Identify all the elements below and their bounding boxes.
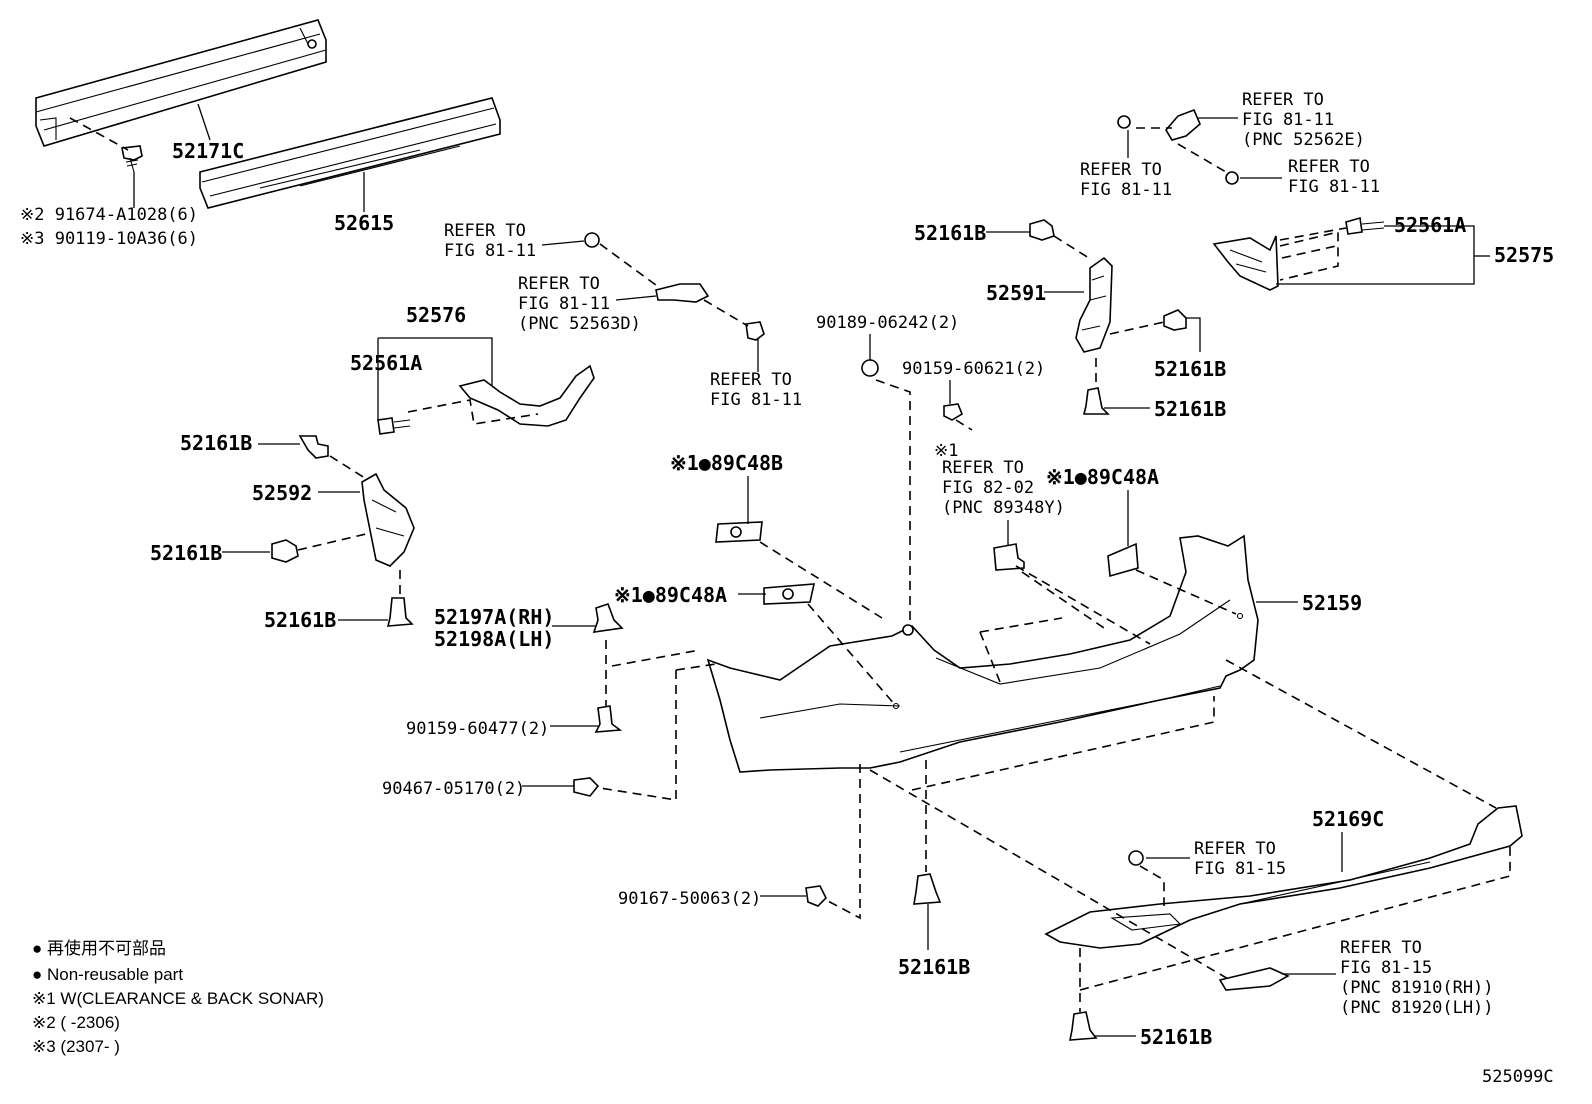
part-labels: 52171C 52615 ※2 91674-A1028(6) ※3 90119-… xyxy=(20,90,1554,1049)
screw-90159-60477 xyxy=(594,705,623,733)
label-refer-819-4: (PNC 81920(LH)) xyxy=(1340,998,1494,1018)
label-90159-60621: 90159-60621(2) xyxy=(902,359,1045,379)
label-52161B-r3: 52161B xyxy=(1154,397,1226,421)
label-refer-81-15-2: FIG 81-15 xyxy=(1194,859,1286,879)
clip-52161B-r3 xyxy=(1082,387,1110,415)
label-52159: 52159 xyxy=(1302,591,1362,615)
sonar-bracket-89C48B xyxy=(715,521,763,543)
retainer-52197A xyxy=(592,602,624,633)
label-refer-81-11-b1: REFER TO xyxy=(710,370,792,390)
label-refer-819-2: FIG 81-15 xyxy=(1340,958,1432,978)
legend: ● 再使用不可部品 ● Non-reusable part ※1 W(CLEAR… xyxy=(32,938,324,1056)
bracket-52576 xyxy=(377,364,595,435)
label-refer-82-02-3: (PNC 89348Y) xyxy=(942,498,1065,518)
label-52197A: 52197A(RH) xyxy=(434,605,554,629)
legend-line-non-reusable: ● Non-reusable part xyxy=(32,965,183,984)
clip-52161B-r2 xyxy=(1163,309,1187,331)
clip-52161B-1 xyxy=(298,435,329,459)
label-52576: 52576 xyxy=(406,303,466,327)
label-90159-60477: 90159-60477(2) xyxy=(406,719,549,739)
label-refer-819-3: (PNC 81910(RH)) xyxy=(1340,978,1494,998)
label-refer-52563D-1: REFER TO xyxy=(518,274,600,294)
nut-90189 xyxy=(861,359,879,377)
leader-lines xyxy=(133,103,1490,1037)
label-refer-819-1: REFER TO xyxy=(1340,938,1422,958)
label-refer-tr2-1: REFER TO xyxy=(1080,160,1162,180)
clip-52161B-r1 xyxy=(1029,219,1055,241)
label-bolt-91674: ※2 91674-A1028(6) xyxy=(20,205,198,225)
label-89C48B: ※1●89C48B xyxy=(670,451,783,475)
legend-line-note1: ※1 W(CLEARANCE & BACK SONAR) xyxy=(32,989,324,1008)
clip-52161B-br xyxy=(1069,1011,1098,1041)
label-89C48A-right: ※1●89C48A xyxy=(1046,465,1159,489)
label-52561A-left: 52561A xyxy=(350,351,422,375)
label-52161B-r1: 52161B xyxy=(914,221,986,245)
label-refer-tr3-1: REFER TO xyxy=(1288,157,1370,177)
label-90467-05170: 90467-05170(2) xyxy=(382,779,525,799)
label-52161B-2: 52161B xyxy=(150,541,222,565)
sonar-bracket-89C48A-left xyxy=(763,583,816,605)
legend-line-note3: ※3 (2307- ) xyxy=(32,1037,120,1056)
label-refer-tr2-2: FIG 81-11 xyxy=(1080,180,1172,200)
label-52591: 52591 xyxy=(986,281,1046,305)
bolt-91674 xyxy=(121,145,143,173)
label-52561A-right: 52561A xyxy=(1394,213,1466,237)
clip-bracket-52562E xyxy=(1117,108,1239,185)
bracket-89348Y xyxy=(993,543,1025,571)
label-52161B-r2: 52161B xyxy=(1154,357,1226,381)
label-52615: 52615 xyxy=(334,211,394,235)
clip-52161B-bot xyxy=(913,873,942,905)
label-refer-52563D-3: (PNC 52563D) xyxy=(518,314,641,334)
label-refer-tr-3: (PNC 52562E) xyxy=(1242,130,1365,150)
reinforcement-52171C xyxy=(35,19,327,147)
label-89C48A-left: ※1●89C48A xyxy=(614,583,727,607)
label-52169C: 52169C xyxy=(1312,807,1384,831)
clip-52161B-2 xyxy=(271,539,299,563)
bracket-52563D xyxy=(584,232,765,341)
clip-52161B-3 xyxy=(386,597,414,627)
legend-line-jp: ● 再使用不可部品 xyxy=(32,938,166,958)
legend-line-note2: ※2 ( -2306) xyxy=(32,1013,120,1032)
label-refer-81-11-a2: FIG 81-11 xyxy=(444,241,536,261)
label-52161B-1: 52161B xyxy=(180,431,252,455)
clip-90467-05170 xyxy=(573,777,600,797)
nut-81-15 xyxy=(1128,850,1144,866)
label-90189-06242: 90189-06242(2) xyxy=(816,313,959,333)
label-refer-81-11-b2: FIG 81-11 xyxy=(710,390,802,410)
label-52592: 52592 xyxy=(252,481,312,505)
label-refer-82-02-0: ※1 xyxy=(934,441,958,461)
bracket-52591 xyxy=(1075,256,1113,353)
absorber-52615 xyxy=(199,97,501,209)
reflector-81910 xyxy=(1218,967,1290,991)
label-refer-tr3-2: FIG 81-11 xyxy=(1288,177,1380,197)
bumper-cover-52159 xyxy=(706,534,1259,773)
label-52198A: 52198A(LH) xyxy=(434,627,554,651)
label-refer-81-11-a1: REFER TO xyxy=(444,221,526,241)
spoiler-52169C xyxy=(1044,805,1523,949)
label-refer-82-02-1: REFER TO xyxy=(942,458,1024,478)
nut-90167-50063 xyxy=(805,885,827,907)
label-refer-81-15-1: REFER TO xyxy=(1194,839,1276,859)
bracket-52592 xyxy=(361,472,415,567)
sonar-bracket-89C48A-right xyxy=(1107,542,1139,578)
bracket-52575 xyxy=(1212,216,1385,291)
label-bolt-90119: ※3 90119-10A36(6) xyxy=(20,229,198,249)
label-52161B-bottom-right: 52161B xyxy=(1140,1025,1212,1049)
figure-id: 525099C xyxy=(1482,1067,1554,1087)
label-52161B-bottom: 52161B xyxy=(898,955,970,979)
label-90167-50063: 90167-50063(2) xyxy=(618,889,761,909)
dashed-guides xyxy=(69,117,1511,1012)
label-refer-tr-2: FIG 81-11 xyxy=(1242,110,1334,130)
label-52575: 52575 xyxy=(1494,243,1554,267)
label-52161B-3: 52161B xyxy=(264,608,336,632)
nut-90159-60621 xyxy=(943,403,963,421)
label-refer-82-02-2: FIG 82-02 xyxy=(942,478,1034,498)
label-refer-tr-1: REFER TO xyxy=(1242,90,1324,110)
label-52171C: 52171C xyxy=(172,139,244,163)
label-refer-52563D-2: FIG 81-11 xyxy=(518,294,610,314)
